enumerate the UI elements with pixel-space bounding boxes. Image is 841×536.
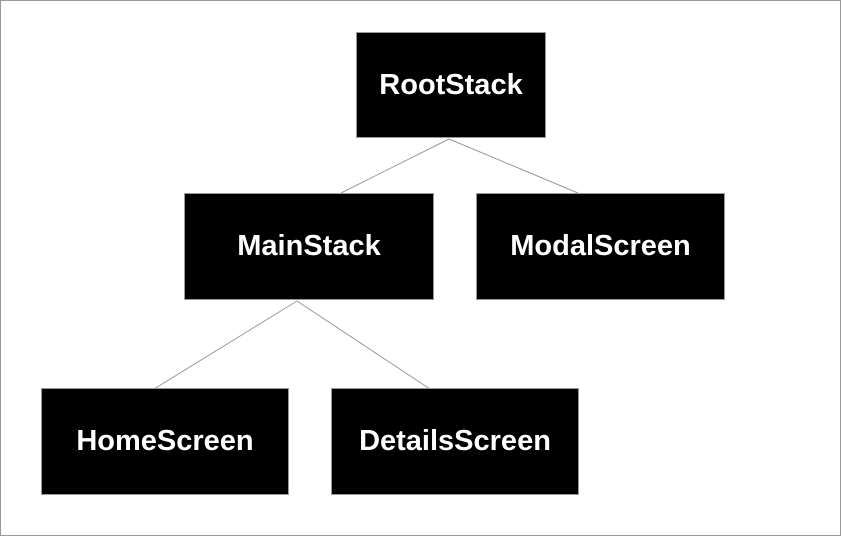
- node-modalscreen: ModalScreen: [476, 193, 725, 300]
- node-mainstack-label: MainStack: [237, 230, 381, 262]
- node-rootstack-label: RootStack: [379, 68, 523, 101]
- node-homescreen: HomeScreen: [41, 388, 289, 495]
- edge-mainstack-detailsscreen: [296, 300, 431, 390]
- node-rootstack: RootStack: [356, 32, 546, 138]
- edge-rootstack-mainstack: [340, 138, 450, 194]
- edge-rootstack-modalscreen: [448, 138, 579, 194]
- node-mainstack: MainStack: [184, 193, 434, 300]
- node-homescreen-label: HomeScreen: [76, 425, 254, 457]
- node-modalscreen-label: ModalScreen: [510, 230, 691, 262]
- node-detailsscreen: DetailsScreen: [331, 388, 579, 495]
- edge-mainstack-homescreen: [153, 300, 298, 390]
- node-detailsscreen-label: DetailsScreen: [359, 425, 551, 457]
